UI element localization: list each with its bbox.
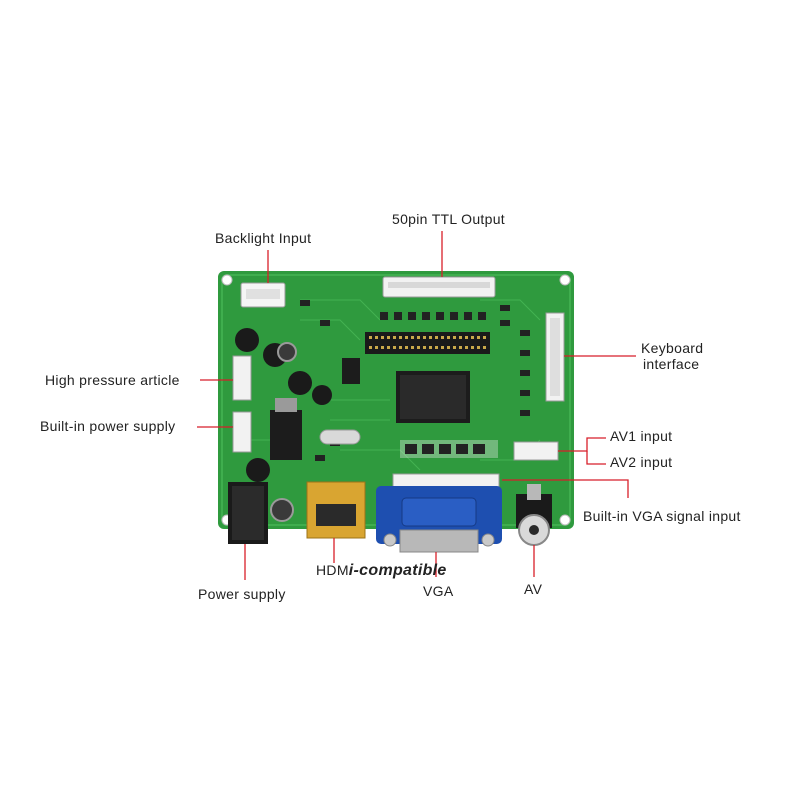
leader-lines	[197, 231, 636, 580]
regulator-tab	[275, 398, 297, 412]
label-keyboard-interface-line2: interface	[643, 356, 700, 372]
inductor	[235, 328, 259, 352]
label-hdmi-part1: HDM	[316, 562, 349, 578]
pin-header-pins	[369, 336, 486, 349]
inductor	[312, 385, 332, 405]
leader-av2-input	[586, 451, 606, 465]
label-high-pressure-article: High pressure article	[45, 372, 180, 388]
label-power-supply: Power supply	[198, 586, 286, 602]
keyboard-connector-slot	[550, 318, 560, 396]
av-input-connector	[513, 441, 559, 461]
inductor	[288, 371, 312, 395]
vga-screw	[383, 533, 397, 547]
mounting-hole	[559, 514, 571, 526]
label-hdmi-part2: i-compatible	[348, 562, 447, 579]
power-jack-body	[232, 486, 264, 540]
main-ic-top	[400, 375, 466, 419]
label-builtin-power-supply: Built-in power supply	[40, 418, 176, 434]
rca-jack-center	[529, 525, 539, 535]
mounting-hole	[559, 274, 571, 286]
label-hdmi: HDMi-compatible	[316, 562, 447, 580]
label-ttl-output: 50pin TTL Output	[392, 211, 505, 227]
high-pressure-connector	[232, 355, 252, 401]
capacitor	[277, 342, 297, 362]
builtin-power-connector	[232, 411, 252, 453]
capacitor	[270, 498, 294, 522]
voltage-regulator	[270, 410, 302, 460]
ttl-connector-slot	[388, 282, 490, 288]
backlight-connector-pins	[246, 289, 280, 299]
hdmi-port	[316, 504, 356, 526]
label-backlight-input: Backlight Input	[215, 230, 312, 246]
label-av: AV	[524, 581, 543, 597]
ic-chip	[342, 358, 360, 384]
mounting-hole	[221, 274, 233, 286]
rca-jack-top	[527, 484, 541, 500]
leader-builtin-vga	[502, 479, 629, 498]
vga-d-sub	[399, 529, 479, 553]
label-keyboard-interface-line1: Keyboard	[641, 340, 704, 356]
vga-shell	[401, 497, 477, 527]
leader-av1-input	[558, 437, 606, 452]
label-av1-input: AV1 input	[610, 428, 673, 444]
inductor	[246, 458, 270, 482]
label-builtin-vga-signal-input: Built-in VGA signal input	[583, 508, 741, 524]
crystal	[319, 429, 361, 445]
label-vga: VGA	[423, 583, 454, 599]
label-av2-input: AV2 input	[610, 454, 673, 470]
pin-header	[365, 332, 490, 354]
chip-row	[405, 444, 485, 454]
vga-screw	[481, 533, 495, 547]
